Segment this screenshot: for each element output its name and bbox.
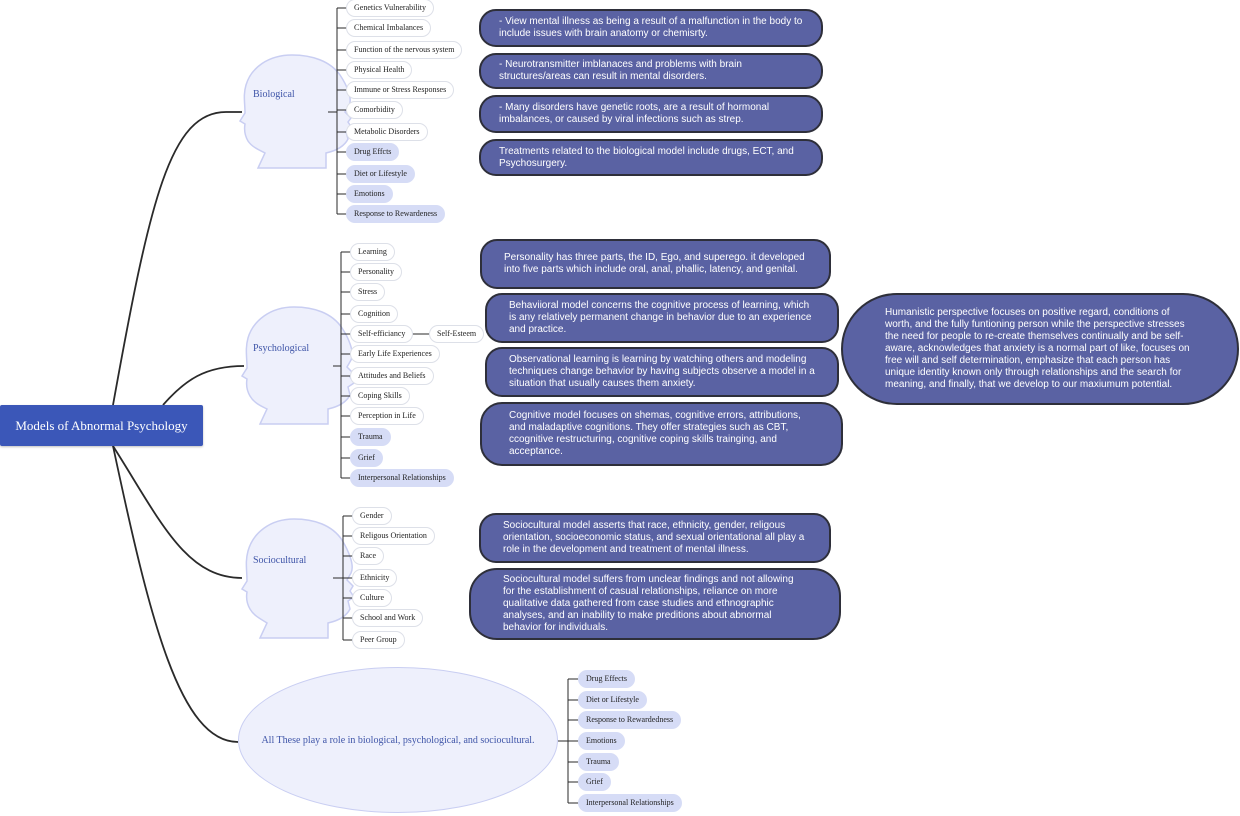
leaf-perception-in-life[interactable]: Perception in Life <box>350 407 424 425</box>
leaf-chemical-imbalances[interactable]: Chemical Imbalances <box>346 19 432 37</box>
leaf-race[interactable]: Race <box>352 547 384 565</box>
leaf-combined-diet-lifestyle[interactable]: Diet or Lifestyle <box>578 691 647 709</box>
combined-node[interactable]: All These play a role in biological, psy… <box>238 667 558 813</box>
combined-label: All These play a role in biological, psy… <box>261 734 535 746</box>
leaf-physical-health[interactable]: Physical Health <box>346 61 413 79</box>
leaf-cognition[interactable]: Cognition <box>350 305 399 323</box>
leaf-trauma[interactable]: Trauma <box>350 428 391 446</box>
note-biological-4[interactable]: Treatments related to the biological mod… <box>479 139 823 176</box>
leaf-combined-emotions[interactable]: Emotions <box>578 732 625 750</box>
leaf-self-esteem[interactable]: Self-Esteem <box>429 325 485 343</box>
leaf-genetics-vulnerability[interactable]: Genetics Vulnerability <box>346 0 435 17</box>
leaf-school-and-work[interactable]: School and Work <box>352 609 424 627</box>
psychological-label[interactable]: Psychological <box>253 343 310 354</box>
note-text: - Many disorders have genetic roots, are… <box>499 102 770 125</box>
note-sociocultural-2[interactable]: Sociocultural model suffers from unclear… <box>469 568 841 640</box>
note-psychological-cognitive[interactable]: Cognitive model focuses on shemas, cogni… <box>480 402 843 466</box>
leaf-personality[interactable]: Personality <box>350 263 402 281</box>
leaf-culture[interactable]: Culture <box>352 589 392 607</box>
note-text: Sociocultural model asserts that race, e… <box>503 520 805 555</box>
note-text: Humanistic perspective focuses on positi… <box>885 307 1190 390</box>
leaf-combined-drug-effects[interactable]: Drug Effects <box>578 670 635 688</box>
leaf-drug-effects[interactable]: Drug Effcts <box>346 143 400 161</box>
note-text: Sociocultural model suffers from unclear… <box>503 574 794 633</box>
note-text: - View mental illness as being a result … <box>499 16 803 39</box>
leaf-combined-interpersonal-relationships[interactable]: Interpersonal Relationships <box>578 794 682 812</box>
note-text: Cognitive model focuses on shemas, cogni… <box>509 410 801 457</box>
leaf-ethnicity[interactable]: Ethnicity <box>352 569 398 587</box>
leaf-attitudes-beliefs[interactable]: Attitudes and Beliefs <box>350 367 434 385</box>
note-text: Observational learning is learning by wa… <box>509 354 815 389</box>
leaf-comorbidity[interactable]: Comorbidity <box>346 101 403 119</box>
note-biological-3[interactable]: - Many disorders have genetic roots, are… <box>479 95 823 133</box>
leaf-gender[interactable]: Gender <box>352 507 392 525</box>
leaf-emotions[interactable]: Emotions <box>346 185 393 203</box>
leaf-combined-response-rewardedness[interactable]: Response to Rewardedness <box>578 711 682 729</box>
note-sociocultural-1[interactable]: Sociocultural model asserts that race, e… <box>479 513 831 563</box>
leaf-diet-lifestyle[interactable]: Diet or Lifestyle <box>346 165 415 183</box>
note-text: Behaviioral model concerns the cognitive… <box>509 300 812 335</box>
leaf-stress[interactable]: Stress <box>350 283 386 301</box>
leaf-response-rewardeness[interactable]: Response to Rewardeness <box>346 205 446 223</box>
leaf-immune-stress[interactable]: Immune or Stress Responses <box>346 81 455 99</box>
leaf-combined-grief[interactable]: Grief <box>578 773 611 791</box>
note-text: - Neurotransmitter imblanaces and proble… <box>499 59 742 82</box>
leaf-combined-trauma[interactable]: Trauma <box>578 753 619 771</box>
sociocultural-label[interactable]: Sociocultural <box>253 555 307 566</box>
note-psychological-personality[interactable]: Personality has three parts, the ID, Ego… <box>480 239 831 289</box>
note-text: Personality has three parts, the ID, Ego… <box>504 252 805 275</box>
note-biological-2[interactable]: - Neurotransmitter imblanaces and proble… <box>479 53 823 89</box>
leaf-early-life-experiences[interactable]: Early Life Experiences <box>350 345 440 363</box>
leaf-religous-orientation[interactable]: Religous Orientation <box>352 527 435 545</box>
leaf-self-efficiancy[interactable]: Self-efficiancy <box>350 325 414 343</box>
head-silhouette-icon <box>240 518 356 639</box>
root-node[interactable]: Models of Abnormal Psychology <box>0 405 203 446</box>
leaf-coping-skills[interactable]: Coping Skills <box>350 387 410 405</box>
leaf-function-nervous-system[interactable]: Function of the nervous system <box>346 41 463 59</box>
leaf-grief[interactable]: Grief <box>350 449 383 467</box>
leaf-interpersonal-relationships[interactable]: Interpersonal Relationships <box>350 469 454 487</box>
note-humanistic[interactable]: Humanistic perspective focuses on positi… <box>841 293 1239 405</box>
leaf-learning[interactable]: Learning <box>350 243 395 261</box>
biological-label[interactable]: Biological <box>253 89 295 100</box>
leaf-metabolic-disorders[interactable]: Metabolic Disorders <box>346 123 428 141</box>
note-text: Treatments related to the biological mod… <box>499 145 794 169</box>
leaf-peer-group[interactable]: Peer Group <box>352 631 405 649</box>
note-biological-1[interactable]: - View mental illness as being a result … <box>479 9 823 47</box>
note-psychological-observational[interactable]: Observational learning is learning by wa… <box>485 347 839 397</box>
note-psychological-behavioral[interactable]: Behaviioral model concerns the cognitive… <box>485 293 839 343</box>
